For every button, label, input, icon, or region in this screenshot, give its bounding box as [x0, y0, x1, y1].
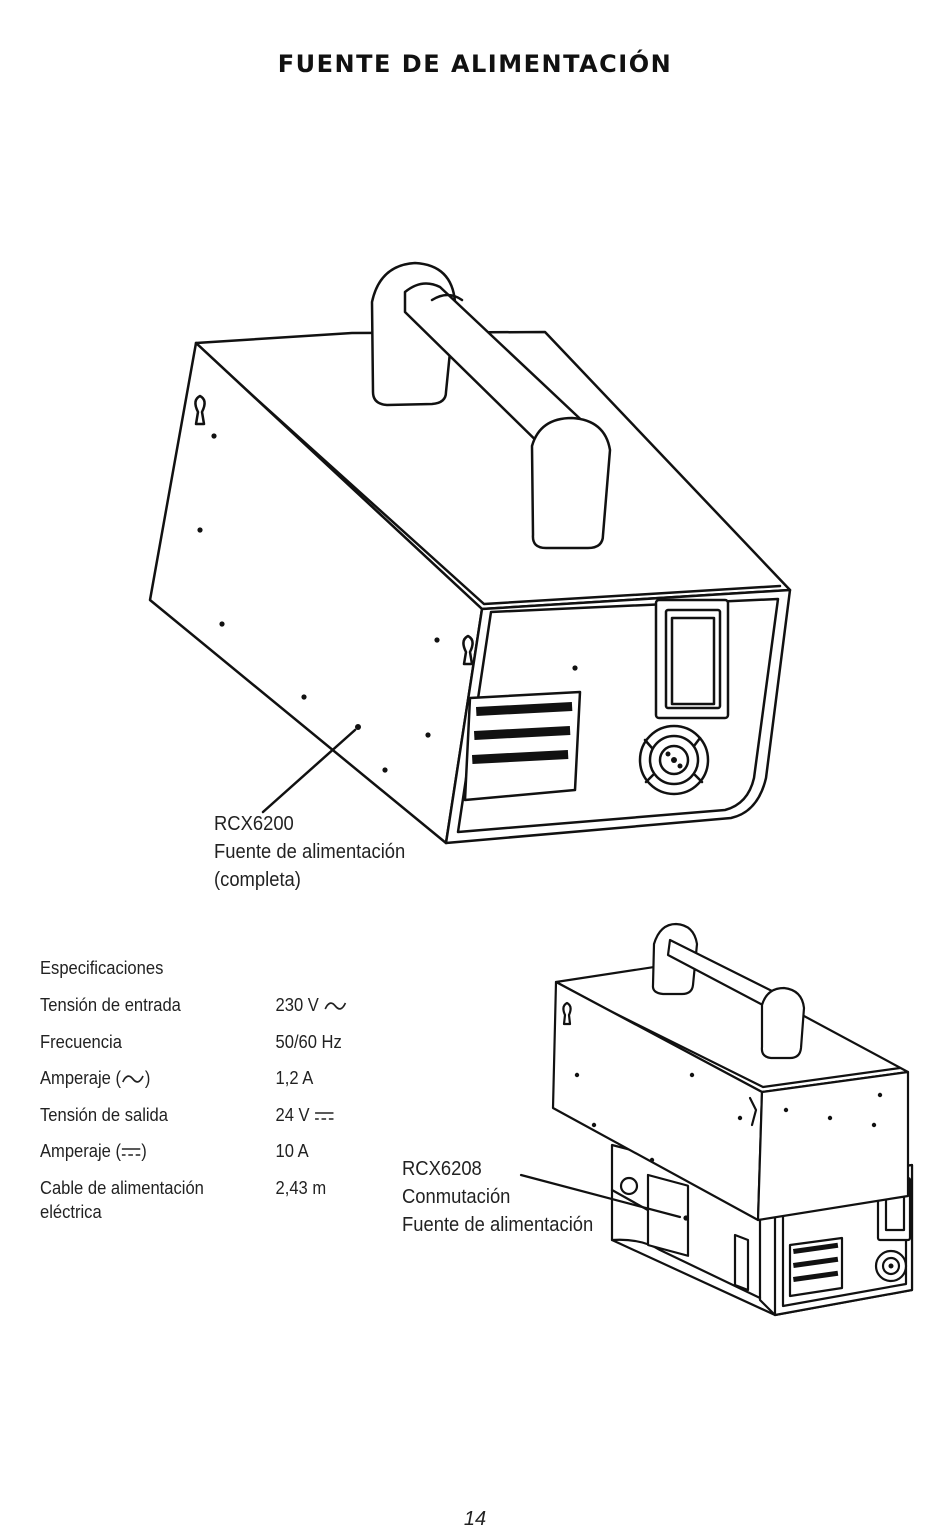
figure-2-description: Conmutación — [402, 1186, 511, 1208]
spec-value: 24 V — [275, 1104, 310, 1125]
page-number: 14 — [463, 1508, 487, 1530]
spec-value: 230 V — [275, 995, 319, 1015]
figure-2-note: Fuente de alimentación — [402, 1214, 594, 1236]
spec-row-output-current: Amperaje () 10 A — [40, 1139, 309, 1176]
spec-value: 10 A — [275, 1141, 309, 1161]
spec-value: 2,43 m — [275, 1177, 327, 1198]
figure-1-note: (completa) — [214, 869, 301, 891]
spec-label: Amperaje ( — [40, 1141, 121, 1161]
page-title: FUENTE DE ALIMENTACIÓN — [277, 50, 673, 78]
spec-value: 50/60 Hz — [275, 1031, 342, 1052]
spec-row-power-cord: Cable de alimentación eléctrica 2,43 m — [40, 1176, 326, 1236]
ac-symbol-icon — [122, 1075, 144, 1084]
spec-label: Cable de alimentación eléctrica — [40, 1177, 204, 1222]
spec-row-input-current: Amperaje () 1,2 A — [40, 1066, 313, 1103]
spec-row-frequency: Frecuencia 50/60 Hz — [40, 1030, 342, 1067]
figure-2-caption: RCX6208 Conmutación Fuente de alimentaci… — [402, 1155, 593, 1239]
spec-label: Frecuencia — [40, 1031, 122, 1052]
dc-symbol-icon — [315, 1111, 334, 1120]
ac-symbol-icon — [324, 1002, 347, 1011]
specifications-heading: Especificaciones — [40, 958, 164, 978]
specifications-table: Especificaciones Tensión de entrada 230 … — [40, 958, 347, 1236]
figure-1-description: Fuente de alimentación — [214, 841, 406, 863]
spec-row-output-voltage: Tensión de salida 24 V — [40, 1103, 334, 1140]
figure-2-model: RCX6208 — [402, 1158, 482, 1180]
spec-label: Amperaje ( — [40, 1068, 121, 1088]
spec-row-input-voltage: Tensión de entrada 230 V — [40, 993, 347, 1030]
spec-label-end: ) — [144, 1068, 151, 1088]
figure-1-model: RCX6200 — [214, 813, 294, 835]
spec-label: Tensión de salida — [40, 1104, 168, 1125]
spec-label-end: ) — [141, 1141, 147, 1161]
dc-symbol-icon — [121, 1148, 141, 1157]
spec-label: Tensión de entrada — [40, 995, 181, 1015]
figure-1-caption: RCX6200 Fuente de alimentación (completa… — [214, 810, 405, 894]
spec-value: 1,2 A — [275, 1068, 314, 1088]
